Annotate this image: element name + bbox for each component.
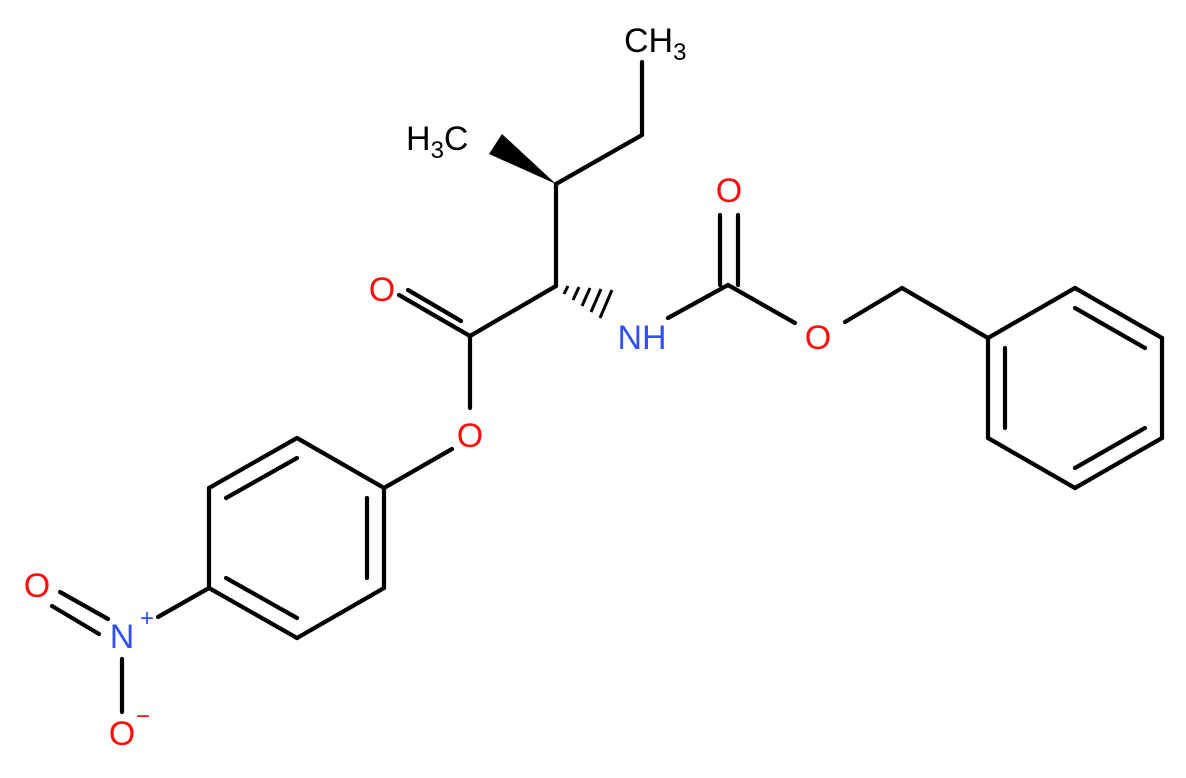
bond-ester-c-o-1 <box>396 292 473 339</box>
ch3-left-label: H3C <box>406 120 468 164</box>
bond-oether-ch2 <box>842 285 905 325</box>
bond-n-o-top-1 <box>57 589 111 622</box>
nh-label: NH <box>617 319 666 357</box>
nitro-oxygen-bottom: O <box>109 715 135 753</box>
bond-carbamate-c-oether <box>725 282 798 326</box>
phenyl-ring <box>985 285 1165 491</box>
bond-ester-c-o-2 <box>405 287 464 324</box>
nitro-oxygen-top: O <box>24 567 50 605</box>
bond-ch2-cbeta <box>553 132 645 187</box>
nitro-nitrogen-charge: + <box>140 605 154 632</box>
nitro-oxygen-bottom-charge: − <box>136 703 150 730</box>
bond-n-o-top-2 <box>49 603 102 637</box>
wedge-bond-methyl <box>489 134 556 184</box>
bond-ch2-phenyl <box>899 285 991 341</box>
nitrophenyl-ring <box>206 435 387 641</box>
bond-aryl-nnitro <box>155 585 212 620</box>
ch3-top-label: CH3 <box>624 22 686 66</box>
carbamate-ether-oxygen: O <box>805 319 831 357</box>
bond-nh-ccarbamate <box>665 282 731 321</box>
hash-bond-nh <box>562 285 614 319</box>
carbamate-carbonyl-oxygen: O <box>716 172 742 210</box>
ester-carbonyl-oxygen: O <box>369 271 395 309</box>
ester-ether-oxygen: O <box>457 417 483 455</box>
bond-oether-aryl <box>381 446 455 491</box>
nitro-nitrogen: N <box>110 618 135 656</box>
bond-calpha-ccarbonyl <box>467 283 559 339</box>
